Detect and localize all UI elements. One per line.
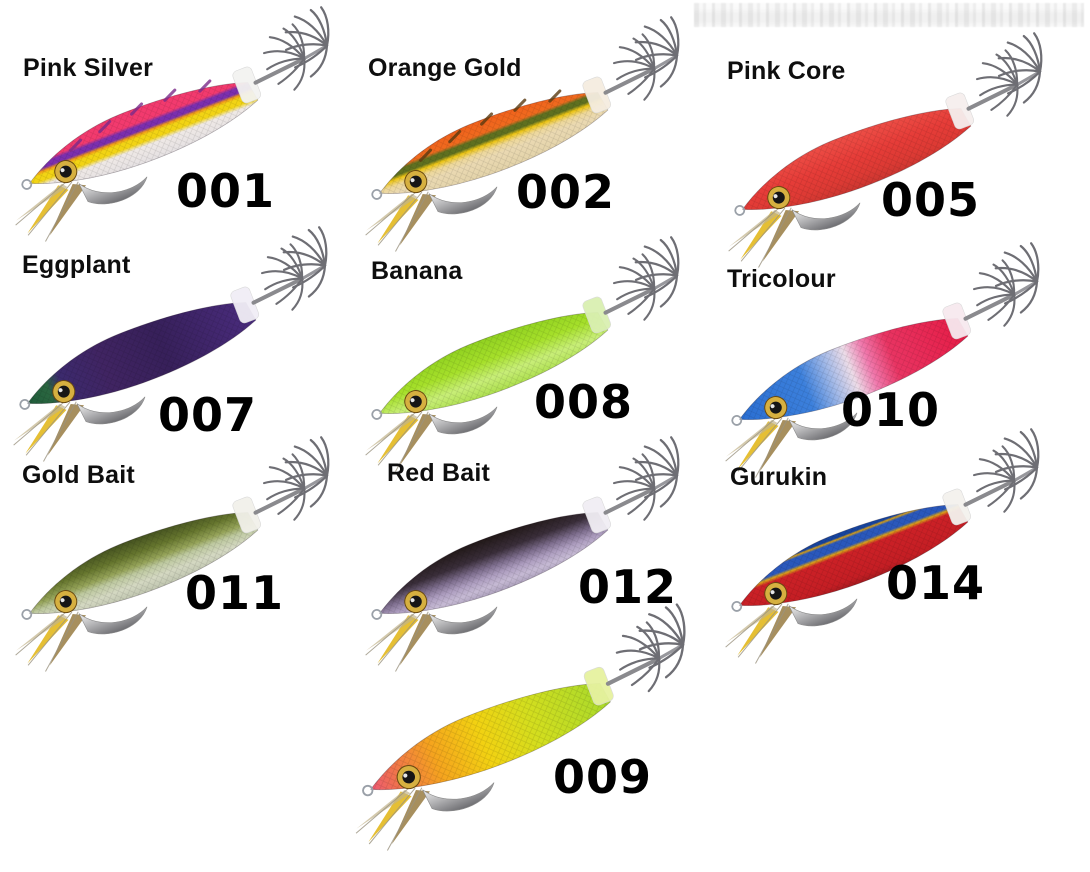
lure-model-number: 009 [553, 750, 653, 804]
lure-image [365, 236, 680, 472]
lure-color-name: Gold Bait [22, 461, 135, 489]
lure-model-number: 012 [578, 560, 678, 614]
lure-color-name: Banana [371, 257, 463, 285]
lure-image [13, 226, 328, 462]
lure-image [15, 6, 330, 242]
lure-model-number: 002 [516, 165, 616, 219]
halftone-artifact-strip [694, 3, 1084, 27]
lure-image [728, 32, 1043, 268]
lure-image [725, 242, 1040, 478]
lure-color-name: Pink Core [727, 57, 846, 85]
lure-image [15, 436, 330, 672]
lure-model-number: 007 [158, 388, 258, 442]
lure-color-name: Eggplant [22, 251, 131, 279]
lure-color-name: Tricolour [727, 265, 836, 293]
lure-image [365, 436, 680, 672]
lure-model-number: 008 [534, 375, 634, 429]
lure-model-number: 014 [886, 556, 986, 610]
lure-image [355, 603, 686, 851]
lure-model-number: 005 [881, 173, 981, 227]
lure-model-number: 001 [176, 164, 276, 218]
lure-image [725, 428, 1040, 664]
lure-color-name: Orange Gold [368, 54, 522, 82]
lure-color-name: Pink Silver [23, 54, 154, 82]
lure-color-name: Gurukin [730, 463, 828, 491]
lure-model-number: 010 [841, 383, 941, 437]
lure-color-name: Red Bait [387, 459, 491, 487]
lure-model-number: 011 [185, 566, 285, 620]
lure-image [365, 16, 680, 252]
